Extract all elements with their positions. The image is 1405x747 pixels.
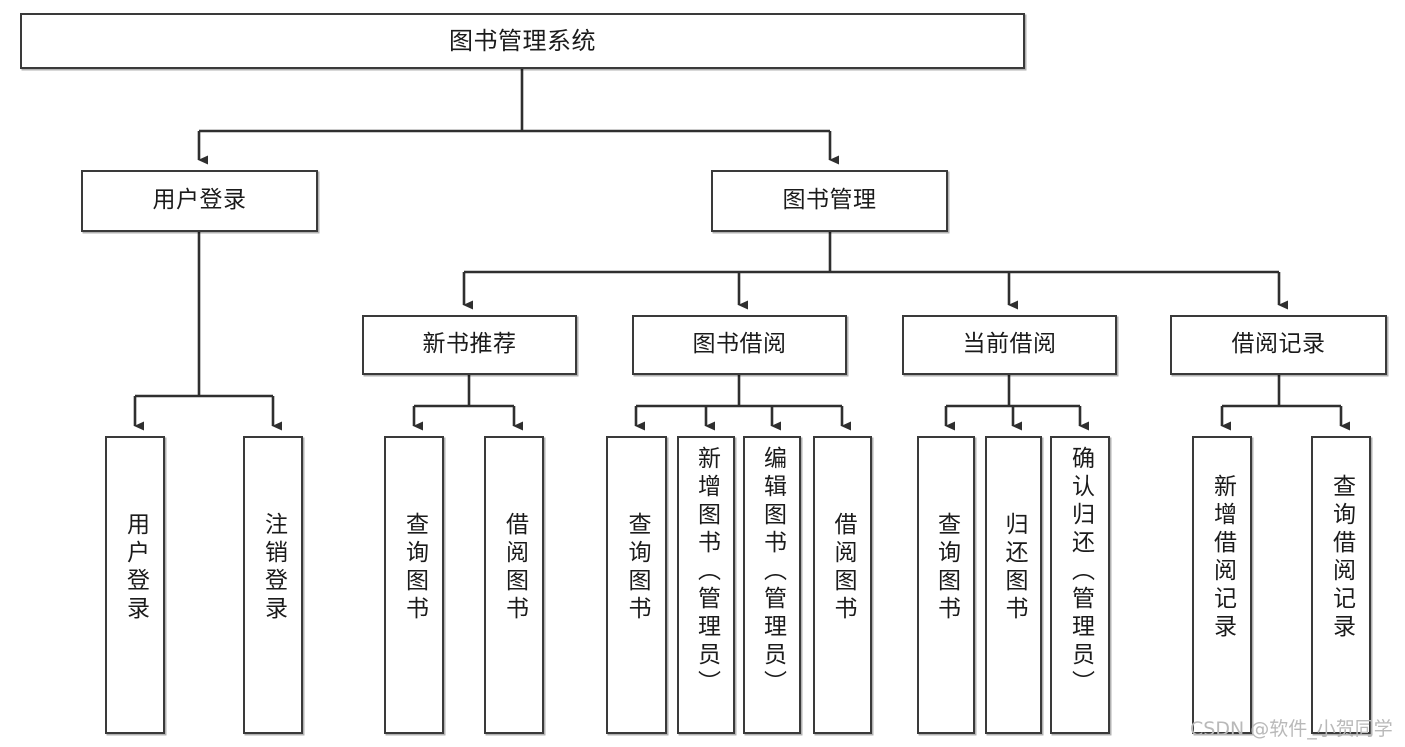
node-label: 图书管理 — [782, 187, 877, 214]
node-new-book-recommend[interactable]: 新书推荐 — [362, 315, 577, 375]
node-borrow-record[interactable]: 借阅记录 — [1170, 315, 1387, 375]
node-label: 查询借阅记录 — [1328, 474, 1355, 642]
node-root-book-management-system[interactable]: 图书管理系统 — [20, 13, 1025, 69]
node-label: 图书管理系统 — [449, 26, 596, 55]
node-label: 新增图书（管理员） — [693, 446, 720, 698]
node-label: 查询图书 — [624, 512, 650, 624]
leaf-query-book-current[interactable]: 查询图书 — [917, 436, 975, 734]
node-label: 新书推荐 — [422, 331, 517, 358]
node-label: 当前借阅 — [962, 331, 1057, 358]
node-label: 借阅记录 — [1231, 331, 1326, 358]
node-label: 查询图书 — [933, 512, 960, 624]
node-label: 新增借阅记录 — [1209, 474, 1236, 642]
node-current-borrow[interactable]: 当前借阅 — [902, 315, 1117, 375]
node-book-management[interactable]: 图书管理 — [711, 170, 948, 232]
node-label: 用户登录 — [122, 512, 149, 624]
leaf-query-book-borrow[interactable]: 查询图书 — [606, 436, 667, 734]
leaf-borrow-book-recommend[interactable]: 借阅图书 — [484, 436, 544, 734]
watermark: CSDN @软件_小贺同学 — [1190, 718, 1393, 740]
node-label: 编辑图书（管理员） — [759, 446, 786, 698]
leaf-user-login[interactable]: 用户登录 — [105, 436, 165, 734]
node-label: 确认归还（管理员） — [1067, 446, 1094, 698]
leaf-add-book-admin[interactable]: 新增图书（管理员） — [677, 436, 735, 734]
leaf-edit-book-admin[interactable]: 编辑图书（管理员） — [743, 436, 801, 734]
node-user-login[interactable]: 用户登录 — [81, 170, 318, 232]
leaf-borrow-book-borrow[interactable]: 借阅图书 — [813, 436, 872, 734]
node-label: 图书借阅 — [692, 331, 787, 358]
node-label: 借阅图书 — [501, 512, 528, 624]
leaf-return-book[interactable]: 归还图书 — [985, 436, 1042, 734]
node-label: 查询图书 — [401, 512, 428, 624]
node-label: 注销登录 — [260, 512, 287, 624]
node-book-borrow[interactable]: 图书借阅 — [632, 315, 847, 375]
leaf-logout-login[interactable]: 注销登录 — [243, 436, 303, 734]
leaf-confirm-return-admin[interactable]: 确认归还（管理员） — [1050, 436, 1110, 734]
leaf-query-book-recommend[interactable]: 查询图书 — [384, 436, 444, 734]
node-label: 借阅图书 — [830, 512, 856, 624]
node-label: 用户登录 — [152, 187, 247, 214]
leaf-add-borrow-record[interactable]: 新增借阅记录 — [1192, 436, 1252, 734]
node-label: 归还图书 — [1001, 512, 1027, 624]
leaf-query-borrow-record[interactable]: 查询借阅记录 — [1311, 436, 1371, 734]
